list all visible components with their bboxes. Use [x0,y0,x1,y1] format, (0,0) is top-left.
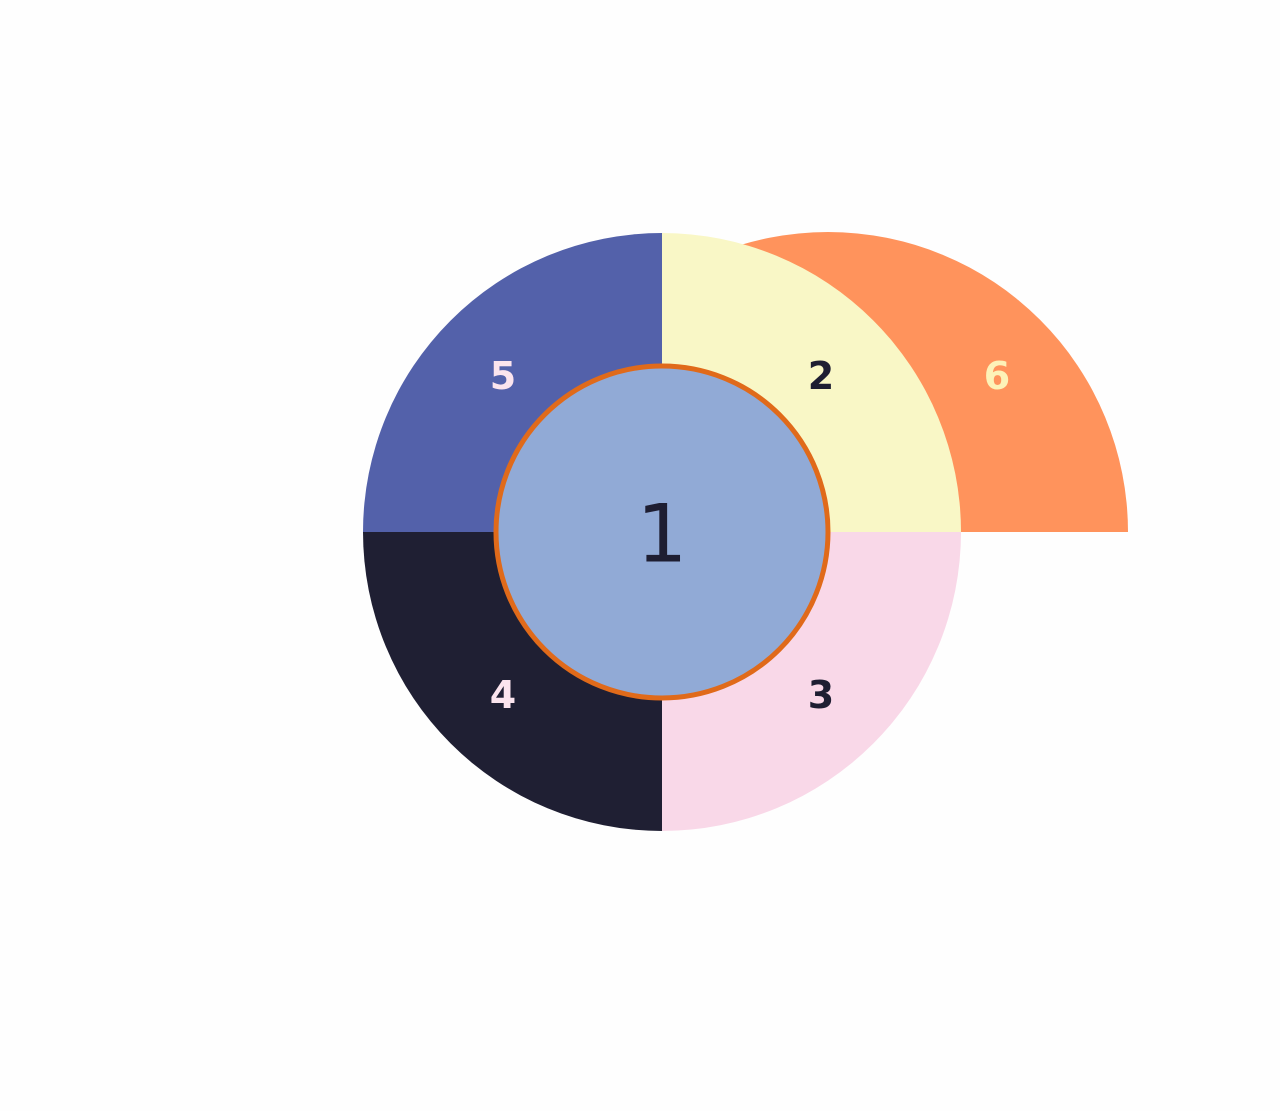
center-label: 1 [637,488,688,581]
segment-6-label: 6 [984,354,1010,398]
segment-5-label: 5 [490,354,516,398]
segment-4-label: 4 [490,673,516,717]
segment-2-label: 2 [808,354,834,398]
center-circle [493,363,831,701]
segment-3-label: 3 [808,673,834,717]
